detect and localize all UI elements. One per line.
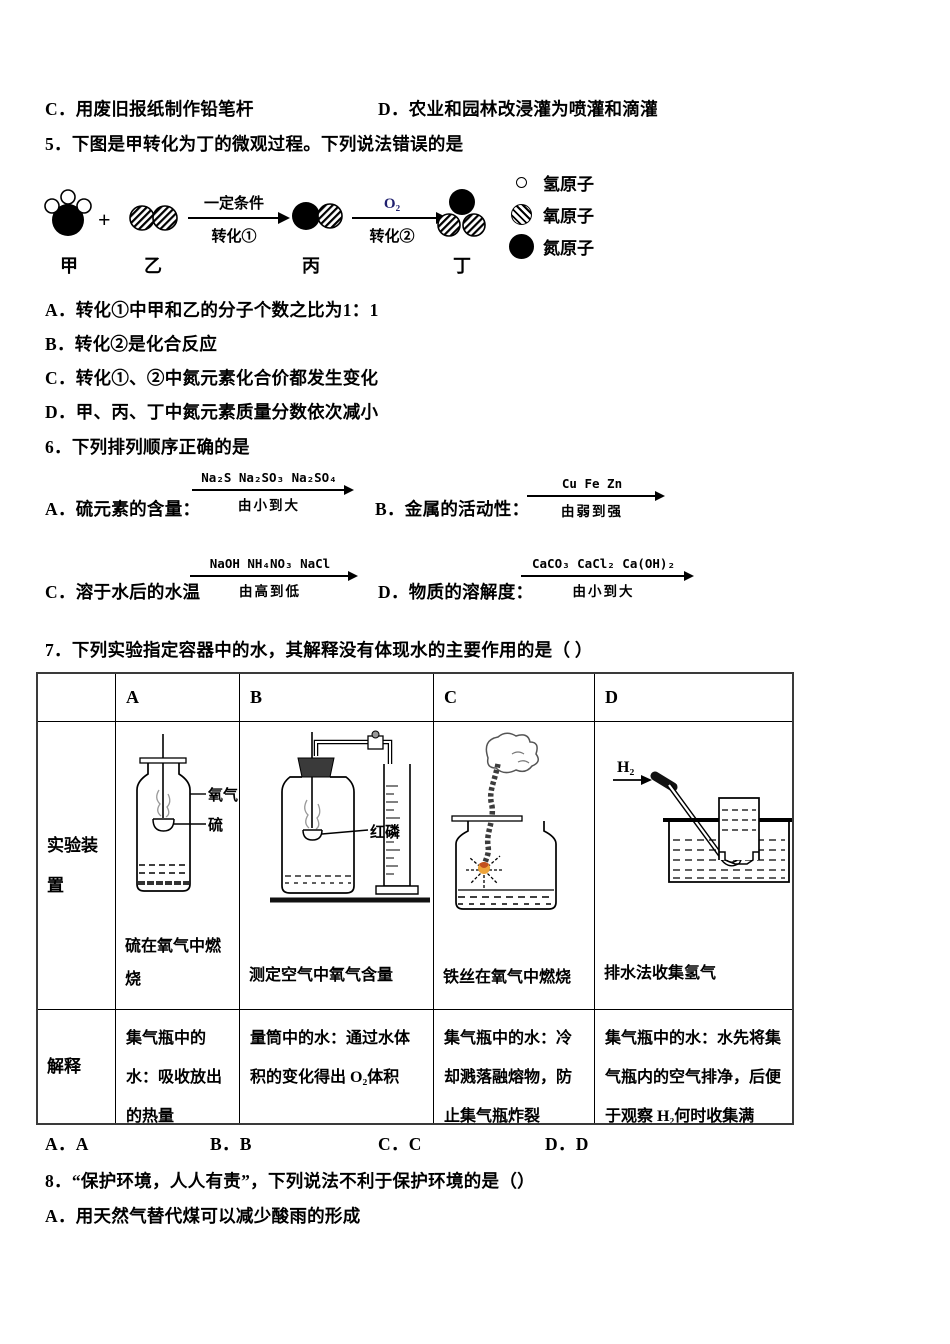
hydrogen-atom-icon [515, 177, 527, 188]
spark-rays [464, 855, 504, 888]
legend-hydrogen: 氢原子 [506, 170, 594, 195]
oxygen-content-apparatus: 红磷 [270, 730, 430, 903]
label-ding: 丁 [453, 256, 471, 276]
spark-core [479, 862, 489, 868]
label-bing: 丙 [302, 256, 320, 276]
q5-option-a: A．转化①中甲和乙的分子个数之比为1：1 [45, 300, 379, 320]
conversion2-label: 转化② [369, 227, 414, 245]
sequence-direction: 由高到低 [239, 584, 301, 599]
sulfur-burning-apparatus: 氧气 硫 [136, 734, 238, 892]
sulfur-label: 硫 [208, 816, 223, 834]
q5-option-d: D．甲、丙、丁中氮元素质量分数依次减小 [45, 402, 379, 422]
device-cell-a: 氧气 硫 硫在氧气中燃烧 [116, 722, 240, 1010]
sequence-arrow [527, 490, 665, 501]
row-label-explanation: 解释 [38, 1010, 116, 1123]
oxygen-gas-label: 氧气 [207, 786, 238, 804]
device-cell-d: H₂ 排水法收集氢气 [595, 722, 792, 1010]
q6-option-b-sequence: Cu Fe Zn 由弱到强 [527, 476, 665, 520]
conversion1-condition: 一定条件 [204, 194, 264, 212]
iron-wire-burning-apparatus [451, 732, 557, 910]
sequence-arrow [521, 570, 694, 581]
sequence-arrow [192, 484, 354, 495]
legend-hydrogen-label: 氢原子 [543, 175, 594, 194]
sequence-direction: 由小到大 [238, 498, 300, 513]
table-header-c: C [434, 674, 595, 722]
water-displacement-apparatus: H₂ [613, 759, 792, 883]
device-cell-c: 铁丝在氧气中燃烧 [434, 722, 595, 1010]
conversion1-arrow: 一定条件 转化① [188, 194, 290, 245]
sequence-formulas: Cu Fe Zn [561, 476, 623, 491]
q7-stem: 7．下列实验指定容器中的水，其解释没有体现水的主要作用的是（ ） [45, 640, 593, 660]
conversion2-reagent: O₂ [384, 196, 401, 212]
q6-stem: 6．下列排列顺序正确的是 [45, 437, 250, 457]
sequence-formulas: Na₂S Na₂SO₃ Na₂SO₄ [201, 470, 337, 485]
sequence-formulas: CaCO₃ CaCl₂ Ca(OH)₂ [532, 556, 675, 571]
q6-option-b-label: B．金属的活动性： [375, 499, 530, 519]
legend-oxygen: 氧原子 [506, 202, 594, 227]
device-caption-c: 铁丝在氧气中燃烧 [443, 969, 572, 987]
atom-legend: 氢原子 氧原子 氮原子 [506, 170, 594, 266]
molecule-ding-no2 [437, 189, 486, 237]
legend-oxygen-label: 氧原子 [543, 207, 594, 226]
table-header-a: A [116, 674, 240, 722]
q5-option-c: C．转化①、②中氮元素化合价都发生变化 [45, 368, 379, 388]
q6-option-c-sequence: NaOH NH₄NO₃ NaCl 由高到低 [190, 556, 358, 600]
table-header-blank [38, 674, 116, 722]
plus-sign: + [98, 207, 111, 232]
device-caption-a: 硫在氧气中燃烧 [125, 937, 222, 989]
legend-nitrogen: 氮原子 [506, 234, 594, 259]
explanation-a: 集气瓶中的水：吸收放出的热量 [116, 1010, 240, 1123]
q7-experiment-table: A B C D 实验装置 氧气 硫 硫在氧气中燃烧 [36, 672, 794, 1125]
q5-reaction-diagram: + 一定条件 转化① O₂ 转化② 甲 乙 丙 丁 [44, 189, 486, 276]
q7-answer-c: C．C [378, 1134, 422, 1154]
q7-answer-b: B．B [210, 1134, 252, 1154]
molecule-jia-nh3 [44, 189, 92, 236]
label-yi: 乙 [144, 256, 162, 276]
nitrogen-atom-icon [508, 234, 534, 259]
device-caption-b: 测定空气中氧气含量 [249, 967, 394, 985]
label-jia: 甲 [60, 256, 78, 276]
table-header-b: B [240, 674, 434, 722]
q6-option-a-sequence: Na₂S Na₂SO₃ Na₂SO₄ 由小到大 [192, 470, 354, 514]
legend-nitrogen-label: 氮原子 [543, 239, 594, 258]
sequence-direction: 由小到大 [572, 584, 635, 599]
q5-option-b: B．转化②是化合反应 [45, 334, 218, 354]
oxygen-atom-icon [510, 204, 532, 225]
sequence-direction: 由弱到强 [561, 504, 623, 519]
hydrogen-gas-label: H₂ [617, 759, 634, 776]
red-phosphorus-label: 红磷 [370, 823, 401, 841]
q6-option-d-label: D．物质的溶解度： [378, 582, 534, 602]
q4-option-c: C．用废旧报纸制作铅笔杆 [45, 99, 254, 119]
q8-stem: 8．“保护环境，人人有责”，下列说法不利于保护环境的是（） [45, 1171, 535, 1191]
q8-option-a: A．用天然气替代煤可以减少酸雨的形成 [45, 1206, 361, 1226]
conversion1-label: 转化① [211, 227, 256, 245]
device-caption-d: 排水法收集氢气 [604, 965, 717, 983]
q6-option-c-label: C．溶于水后的水温 [45, 582, 201, 602]
q6-option-a-label: A．硫元素的含量： [45, 499, 201, 519]
q4-option-d: D．农业和园林改浸灌为喷灌和滴灌 [378, 99, 658, 119]
table-header-d: D [595, 674, 792, 722]
q5-stem: 5．下图是甲转化为丁的微观过程。下列说法错误的是 [45, 134, 464, 154]
sequence-formulas: NaOH NH₄NO₃ NaCl [209, 556, 331, 571]
molecule-yi-o2 [129, 205, 178, 231]
row-label-apparatus: 实验装置 [38, 722, 116, 1010]
q7-answer-d: D．D [545, 1134, 589, 1154]
molecule-bing-no [292, 202, 343, 230]
q6-option-d-sequence: CaCO₃ CaCl₂ Ca(OH)₂ 由小到大 [521, 556, 694, 600]
device-cell-b: 红磷 测定空气中氧气含量 [240, 722, 434, 1010]
conversion2-arrow: O₂ 转化② [352, 196, 448, 245]
explanation-c: 集气瓶中的水：冷却溅落融熔物，防止集气瓶炸裂 [434, 1010, 595, 1123]
explanation-b: 量筒中的水：通过水体积的变化得出 O₂体积 [240, 1010, 434, 1123]
explanation-d: 集气瓶中的水：水先将集气瓶内的空气排净，后便于观察 H₂何时收集满 [605, 1030, 782, 1123]
sequence-arrow [190, 570, 358, 581]
q7-answer-a: A．A [45, 1134, 89, 1154]
